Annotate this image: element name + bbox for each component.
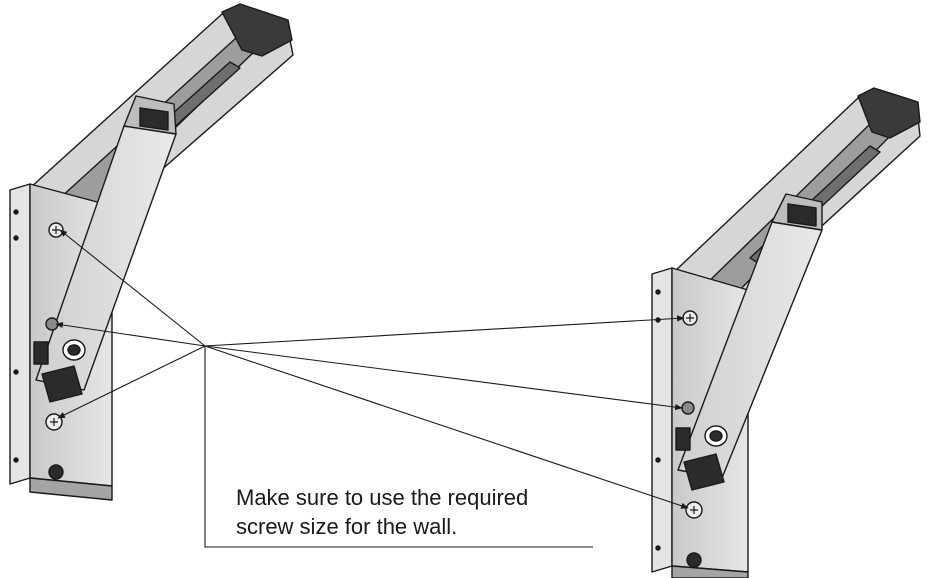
left-end-cap bbox=[221, 3, 293, 57]
caption-text: Make sure to use the required screw size… bbox=[236, 483, 528, 541]
left-screw-bottom bbox=[45, 413, 63, 431]
left-knob bbox=[41, 365, 83, 403]
right-screw-top bbox=[682, 310, 698, 326]
right-bracket bbox=[651, 87, 921, 578]
right-wall-plate bbox=[651, 267, 673, 573]
right-screw-bottom bbox=[685, 501, 703, 519]
left-wall-plate bbox=[9, 183, 31, 485]
callout-arrow-left-bottom bbox=[57, 345, 206, 419]
right-screw-mid bbox=[681, 401, 695, 415]
callout-arrow-right-bottom bbox=[204, 345, 689, 509]
caption-line-2: screw size for the wall. bbox=[236, 514, 458, 539]
callout-arrow-left-mid bbox=[55, 321, 206, 347]
right-knob bbox=[683, 453, 725, 491]
callout-arrow-left-top bbox=[59, 229, 206, 347]
right-end-cap bbox=[857, 87, 921, 139]
callout-arrow-right-top bbox=[204, 315, 685, 347]
left-bracket bbox=[9, 3, 294, 501]
caption-line-1: Make sure to use the required bbox=[236, 485, 529, 510]
callout-arrow-right-mid bbox=[204, 345, 683, 411]
callout-leader bbox=[204, 346, 593, 548]
callout-lines bbox=[55, 229, 689, 548]
left-screw-top bbox=[48, 222, 64, 238]
